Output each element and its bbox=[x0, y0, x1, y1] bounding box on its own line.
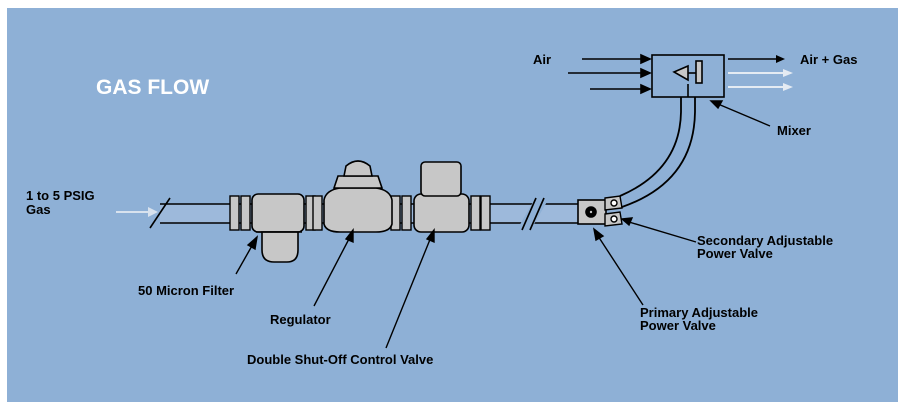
shutoff-valve-label: Double Shut-Off Control Valve bbox=[247, 352, 434, 367]
filter-label: 50 Micron Filter bbox=[138, 283, 235, 298]
inlet-arrow bbox=[116, 207, 158, 217]
inlet-label-line2: Gas bbox=[26, 202, 51, 217]
air-gas-label: Air + Gas bbox=[800, 52, 858, 67]
secondary-valve-label-line1: Secondary Adjustable bbox=[697, 233, 834, 248]
mixer-body bbox=[651, 54, 725, 98]
secondary-valve-body bbox=[604, 195, 623, 227]
secondary-valve-label-line2: Power Valve bbox=[697, 246, 773, 261]
diagram-title: GAS FLOW bbox=[96, 76, 210, 99]
mixer-label: Mixer bbox=[777, 123, 811, 138]
air-inlet-arrows bbox=[568, 53, 652, 95]
filter-body bbox=[251, 193, 305, 263]
pipe-flanges bbox=[229, 195, 491, 231]
air-gas-outlet-arrows bbox=[728, 55, 793, 91]
primary-valve-label-line2: Power Valve bbox=[640, 318, 716, 333]
leader-arrows bbox=[235, 100, 771, 349]
air-label: Air bbox=[533, 52, 552, 67]
regulator-body bbox=[323, 160, 393, 233]
shutoff-valve-body bbox=[413, 161, 470, 233]
inlet-label-line1: 1 to 5 PSIG bbox=[26, 188, 95, 203]
regulator-label: Regulator bbox=[270, 312, 331, 327]
primary-valve-body bbox=[577, 199, 607, 225]
primary-valve-label-line1: Primary Adjustable bbox=[640, 305, 759, 320]
